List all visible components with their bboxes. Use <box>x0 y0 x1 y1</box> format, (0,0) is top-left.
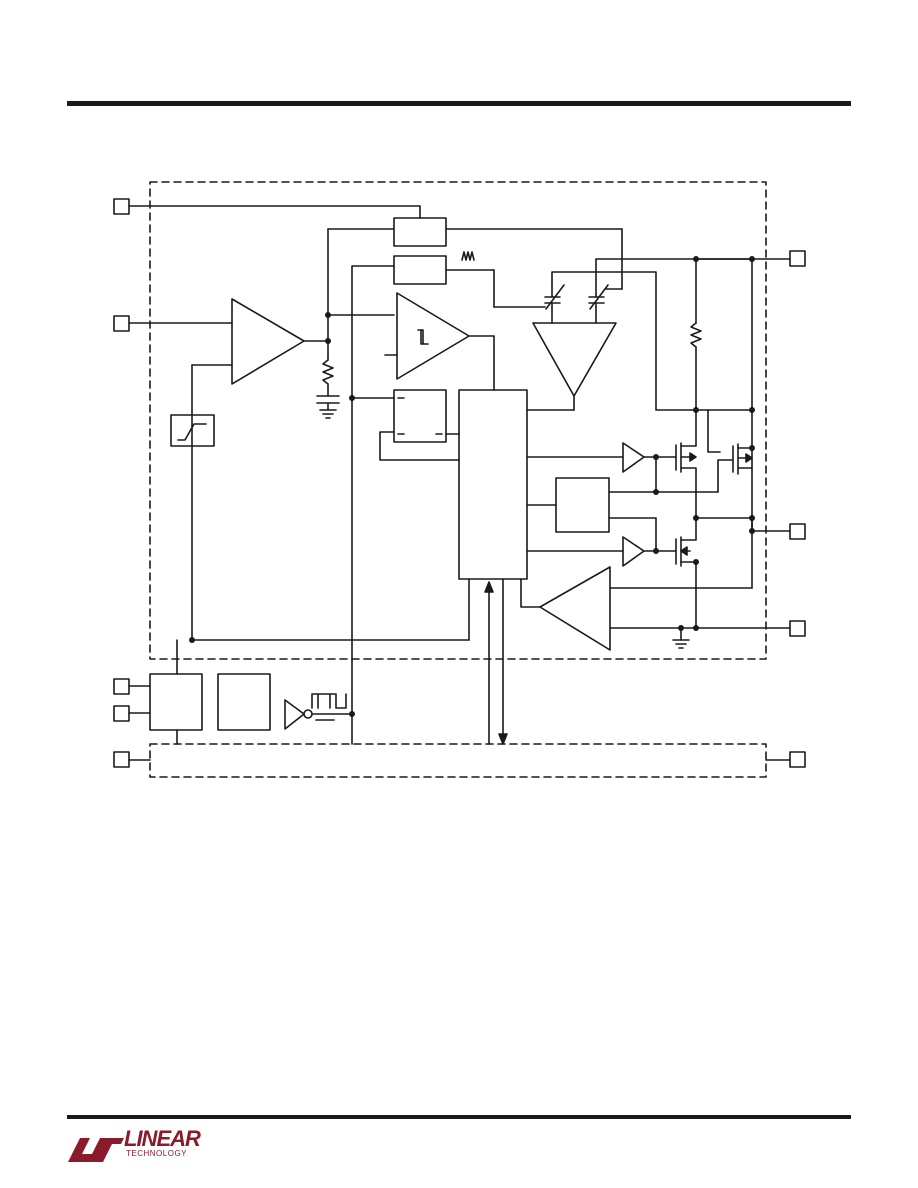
pin-left-2 <box>113 315 130 332</box>
pin-left-4 <box>113 705 130 722</box>
pin-right-3 <box>789 620 806 637</box>
mode-block <box>555 477 610 533</box>
error-amplifier <box>539 566 611 651</box>
inverter <box>284 699 305 730</box>
mosfet-reverse <box>707 409 753 475</box>
enable-block <box>149 673 203 731</box>
variable-capacitor-2 <box>588 258 609 310</box>
timer-block <box>393 389 447 443</box>
ramp-icon <box>177 423 207 441</box>
low-side-driver <box>622 536 645 567</box>
brand-logo-text: LINEAR TECHNOLOGY <box>124 1126 201 1158</box>
bottom-rule <box>67 1115 851 1119</box>
mosfet-low-side <box>675 517 697 629</box>
pin-left-1 <box>113 198 130 215</box>
ground-icon-1 <box>319 409 337 419</box>
comparator <box>396 292 470 380</box>
pin-left-5 <box>113 751 130 768</box>
control-logic <box>458 389 528 580</box>
top-rule <box>67 101 851 106</box>
pulse-symbol <box>461 251 475 261</box>
mosfet-high-side <box>675 409 697 519</box>
soft-start-block <box>170 414 215 447</box>
hysteresis-icon <box>417 329 429 345</box>
resistor-2 <box>690 322 702 348</box>
sense-amplifier <box>532 322 617 397</box>
pin-right-1 <box>789 250 806 267</box>
top-block-2 <box>393 255 447 285</box>
brand-subtitle: TECHNOLOGY <box>126 1149 188 1158</box>
input-amplifier <box>231 298 305 385</box>
reference-block <box>217 673 271 731</box>
bus-boundary <box>149 743 767 778</box>
pin-right-4 <box>789 751 806 768</box>
brand-name: LINEAR <box>124 1126 201 1151</box>
signal-waveform-icon <box>311 693 347 709</box>
resistor-1 <box>322 359 334 385</box>
pin-left-3 <box>113 678 130 695</box>
ic-boundary <box>149 181 767 660</box>
high-side-driver <box>622 442 645 473</box>
ground-icon-2 <box>672 639 690 649</box>
top-block-1 <box>393 217 447 247</box>
brand-logo-mark <box>68 1138 124 1162</box>
variable-capacitor-1 <box>544 279 565 310</box>
junction-dots <box>189 256 755 717</box>
inverter-bubble <box>303 709 313 719</box>
pin-right-2 <box>789 523 806 540</box>
